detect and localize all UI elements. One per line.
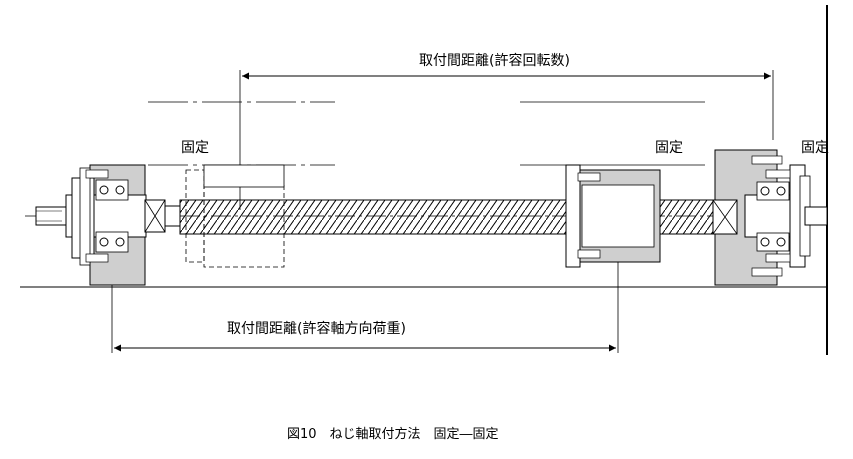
right-fixed-support [712,149,828,286]
top-dimension [239,70,774,210]
top-dimension-label: 取付間距離(許容回転数) [419,53,570,69]
nut-phantom-position [185,164,285,268]
fixed-label-right: 固定 [801,140,829,156]
travel-range-lines [148,101,705,166]
bottom-dimension-label: 取付間距離(許容軸方向荷重) [227,321,406,337]
bottom-dimension [111,255,619,353]
fixed-label-left: 固定 [181,140,209,156]
fixed-label-middle: 固定 [655,140,683,156]
figure-caption: 図10 ねじ軸取付方法 固定―固定 [287,427,499,442]
ball-screw-nut [565,164,661,268]
left-fixed-support [35,164,166,286]
